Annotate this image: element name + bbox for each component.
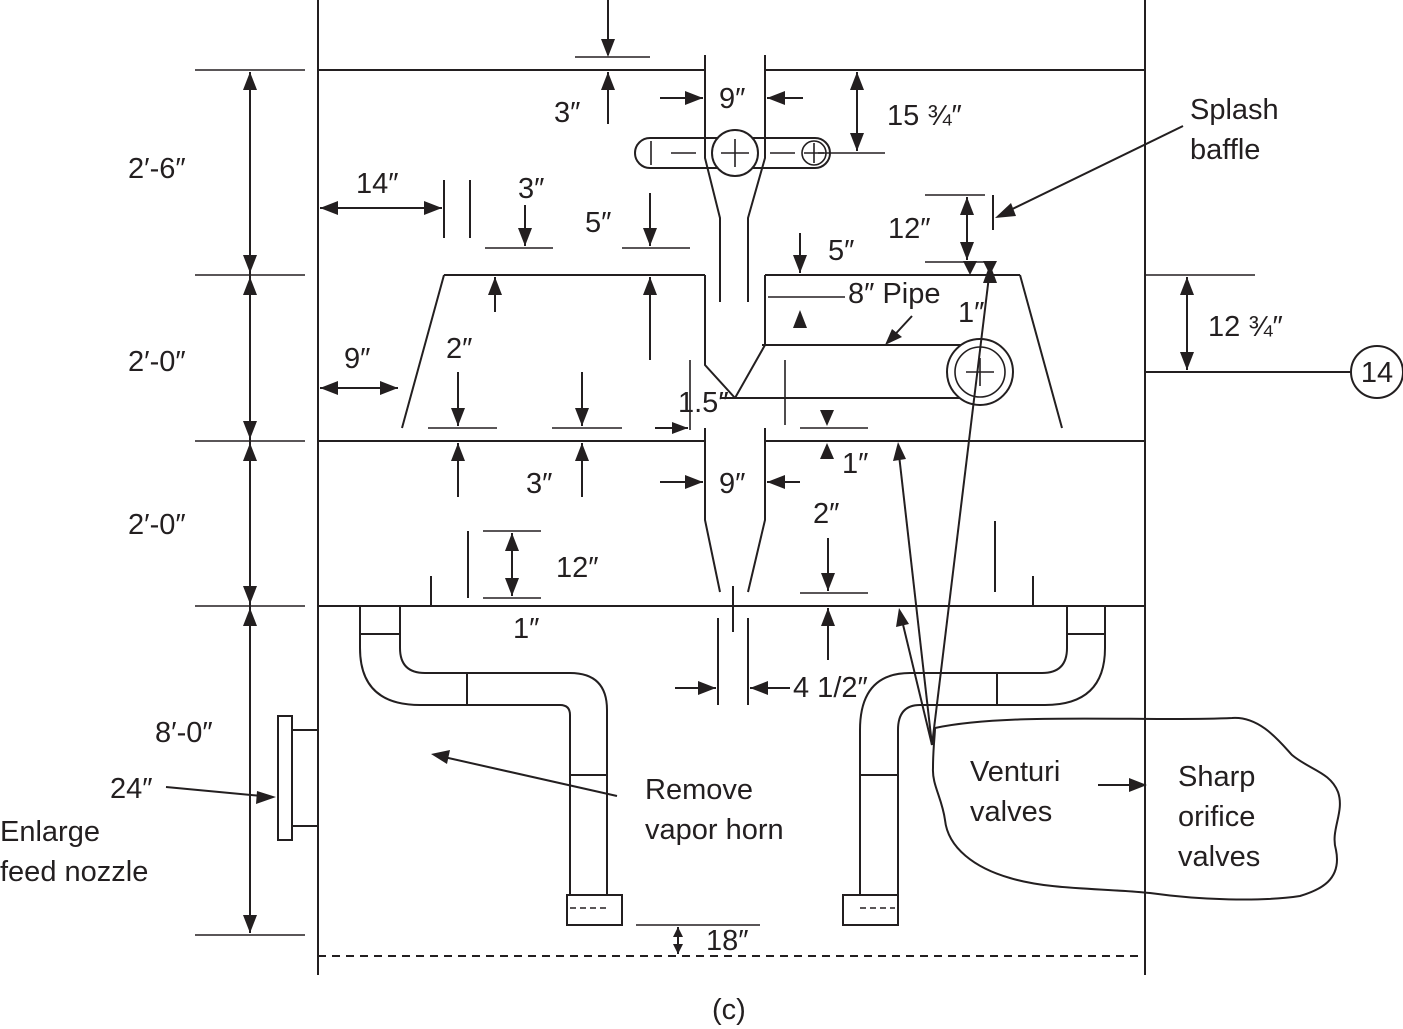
pipe-label: 8″ Pipe xyxy=(848,278,941,310)
dim-12-75 xyxy=(1145,274,1255,370)
dim-weir-3-label: 3″ xyxy=(518,173,544,205)
dim-1-mid xyxy=(800,410,868,459)
dim-15-75 xyxy=(818,72,885,154)
sharp-orifice-label-3: valves xyxy=(1178,841,1260,873)
dim-5-left xyxy=(622,193,690,360)
dim-12-lower-label: 12″ xyxy=(556,552,599,584)
dim-2-right xyxy=(800,538,868,660)
spacing-lower-label: 2′-0″ xyxy=(128,509,186,541)
splash-baffle-label-2: baffle xyxy=(1190,134,1260,166)
dim-12-lower xyxy=(483,530,541,599)
callout-leader xyxy=(1145,345,1403,399)
enlarge-nozzle-label-1: Enlarge xyxy=(0,816,100,848)
dim-2-left xyxy=(428,372,497,497)
dim-1-lower-label: 1″ xyxy=(513,613,539,645)
dim-4-5-label: 4 1/2″ xyxy=(793,672,868,704)
enlarge-nozzle-label-2: feed nozzle xyxy=(0,856,148,888)
dim-3-mid-label: 3″ xyxy=(526,468,552,500)
splash-baffle-label-1: Splash xyxy=(1190,94,1279,126)
annotation-labels: Splash baffle 8″ Pipe 14 Enlarge feed no… xyxy=(0,94,1393,1026)
dim-1-5 xyxy=(655,360,691,434)
dim-2-left-label: 2″ xyxy=(446,333,472,365)
dim-top-3 xyxy=(575,0,650,124)
weirs xyxy=(430,180,1034,606)
dimension-labels: 3″ 9″ 15 ¾″ 14″ 3″ 5″ 12″ 5″ 1″ 9″ 2″ 1.… xyxy=(110,83,1283,957)
sharp-orifice-label-1: Sharp xyxy=(1178,761,1255,793)
nozzle-size-label: 24″ xyxy=(110,773,153,805)
sharp-orifice-bubble xyxy=(931,716,1341,901)
vapor-horn-leader xyxy=(431,750,618,797)
spacing-top-label: 2′-6″ xyxy=(128,153,186,185)
venturi-to-orifice-arrow xyxy=(1098,778,1147,792)
tray-spacing-labels: 2′-6″ 2′-0″ 2′-0″ 8′-0″ xyxy=(128,153,213,749)
venturi-leaders xyxy=(893,264,997,746)
dim-top-9-label: 9″ xyxy=(719,83,745,115)
dim-baffle-12-label: 12″ xyxy=(888,213,931,245)
trays xyxy=(318,69,1145,607)
dim-1-top-label: 1″ xyxy=(958,297,984,329)
dim-12-75-label: 12 ¾″ xyxy=(1208,311,1283,343)
dim-mid-9 xyxy=(660,475,800,489)
dim-18-label: 18″ xyxy=(706,925,749,957)
figure-label: (c) xyxy=(712,994,746,1026)
callout-circle xyxy=(1350,345,1403,399)
dim-15-75-label: 15 ¾″ xyxy=(887,100,962,132)
splash-baffle-leader xyxy=(995,125,1184,218)
dim-3-mid xyxy=(552,372,622,497)
dim-baffle-12 xyxy=(925,194,985,263)
dim-top-3-label: 3″ xyxy=(554,97,580,129)
venturi-label-1: Venturi xyxy=(970,756,1060,788)
dim-9-side xyxy=(320,381,398,395)
remove-horn-label-1: Remove xyxy=(645,774,753,806)
dim-weir-3 xyxy=(485,205,553,312)
dim-2-right-label: 2″ xyxy=(813,498,839,530)
vapor-horn-left xyxy=(359,606,623,926)
dim-mid-9-label: 9″ xyxy=(719,468,745,500)
callout-number: 14 xyxy=(1361,357,1393,389)
dim-top-9 xyxy=(660,91,803,105)
dim-14-label: 14″ xyxy=(356,168,399,200)
nozzle-leader xyxy=(165,786,276,804)
dim-1-mid-label: 1″ xyxy=(842,448,868,480)
tower-shell xyxy=(317,0,1146,975)
spacing-upper-label: 2′-0″ xyxy=(128,346,186,378)
pipe-leader xyxy=(885,315,913,345)
dim-5-left-label: 5″ xyxy=(585,207,611,239)
remove-horn-label-2: vapor horn xyxy=(645,814,784,846)
left-dimension-chain xyxy=(195,69,305,936)
dim-1-5-label: 1.5″ xyxy=(678,387,729,419)
venturi-label-2: valves xyxy=(970,796,1052,828)
spacing-bottom-label: 8′-0″ xyxy=(155,717,213,749)
dim-18 xyxy=(636,924,760,954)
dim-5-right-label: 5″ xyxy=(828,235,854,267)
feed-nozzle xyxy=(277,715,318,841)
side-walls xyxy=(401,274,1063,429)
sharp-orifice-label-2: orifice xyxy=(1178,801,1255,833)
vapor-horn-right xyxy=(842,606,1106,926)
dim-5-right xyxy=(768,233,845,328)
dim-14 xyxy=(320,201,442,215)
dim-4-5 xyxy=(675,681,790,695)
top-distributor-pipe xyxy=(634,129,831,177)
dim-9-side-label: 9″ xyxy=(344,343,370,375)
